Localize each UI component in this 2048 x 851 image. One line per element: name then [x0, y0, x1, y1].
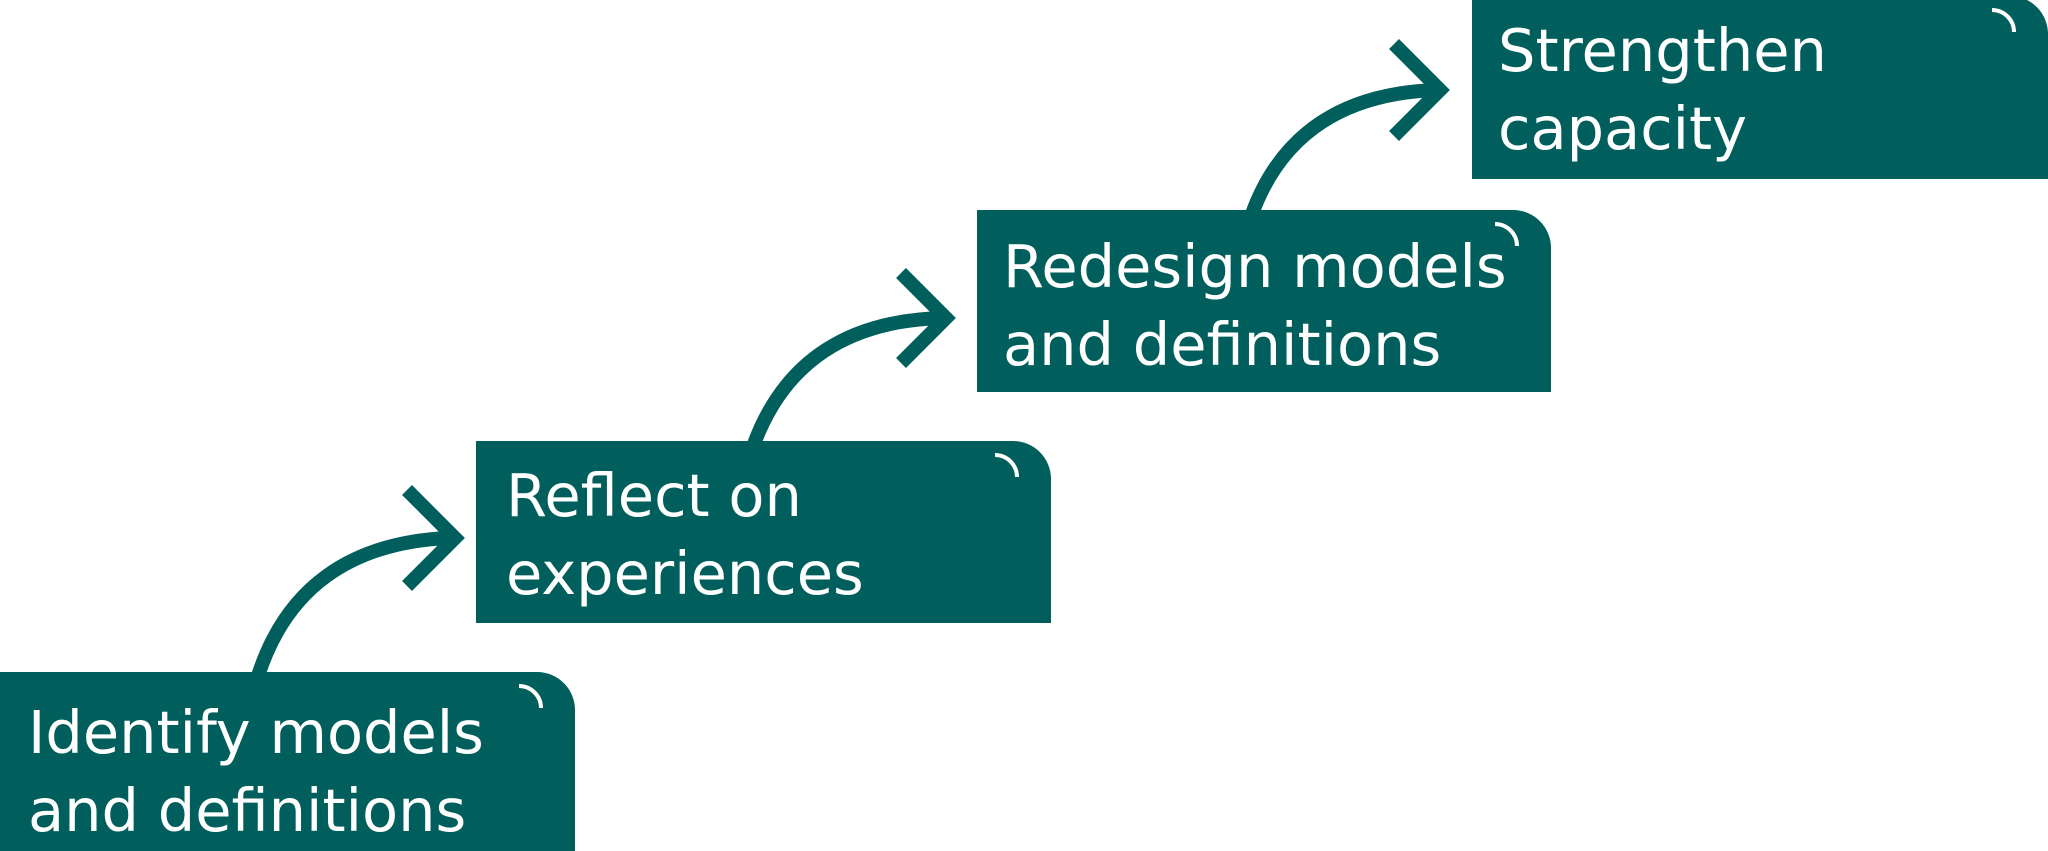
corner-arc-icon	[1991, 8, 2016, 33]
step-label-line-2: and definitions	[28, 776, 467, 845]
step-box-reflect-on-experiences: Reflect on experiences	[476, 441, 1051, 623]
arrow-step-1-to-2	[251, 485, 465, 679]
step-label: Redesign models and definitions	[1003, 228, 1507, 384]
step-box-identify-models: Identify models and definitions	[0, 672, 575, 851]
step-label: Identify models and definitions	[28, 694, 484, 850]
corner-arc-icon	[518, 684, 543, 709]
arrow-step-2-to-3	[747, 268, 956, 447]
arrow-head-chevron	[1389, 39, 1450, 141]
arrow-head-chevron	[896, 268, 956, 368]
step-box-redesign-models: Redesign models and definitions	[977, 210, 1551, 392]
step-label-line-2: and definitions	[1003, 310, 1442, 379]
step-label-line-1: Reflect on	[506, 461, 802, 530]
step-label-line-2: capacity	[1498, 94, 1748, 163]
step-label-line-1: Strengthen	[1498, 16, 1827, 85]
curved-arrow-shaft	[1245, 83, 1441, 217]
step-label-line-2: experiences	[506, 539, 864, 608]
step-box-strengthen-capacity: Strengthen capacity	[1472, 0, 2048, 179]
step-label-line-1: Identify models	[28, 698, 484, 767]
corner-arc-icon	[1494, 222, 1519, 247]
corner-arc-icon	[994, 453, 1019, 478]
arrow-head-chevron	[402, 485, 465, 591]
step-label: Strengthen capacity	[1498, 12, 1827, 168]
arrow-step-3-to-4	[1245, 39, 1450, 217]
step-label: Reflect on experiences	[506, 457, 864, 613]
curved-arrow-shaft	[747, 311, 947, 447]
step-label-line-1: Redesign models	[1003, 232, 1507, 301]
curved-arrow-shaft	[251, 531, 449, 679]
